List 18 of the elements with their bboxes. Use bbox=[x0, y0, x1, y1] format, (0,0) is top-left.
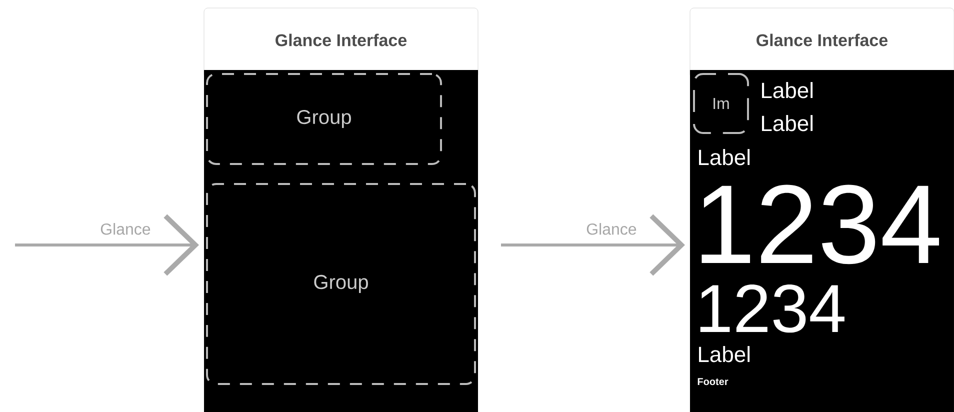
text-label: Label bbox=[762, 82, 813, 98]
arrow bbox=[501, 214, 685, 276]
number-label: 1234 bbox=[700, 284, 844, 333]
number-label: 1234 bbox=[702, 184, 939, 264]
arrow bbox=[15, 214, 200, 276]
edge-label: Glance bbox=[586, 223, 636, 235]
footer-label: Footer bbox=[698, 378, 728, 386]
screen-title: Glance Interface bbox=[756, 34, 888, 46]
text-label: Label bbox=[762, 115, 813, 132]
text-label: Label bbox=[699, 149, 750, 166]
text-label: Label bbox=[699, 346, 750, 362]
group-box: Group bbox=[206, 73, 442, 165]
edge-label: Glance bbox=[100, 223, 150, 235]
image-box: Im bbox=[693, 73, 749, 134]
screen-panel bbox=[204, 8, 478, 412]
group-box: Group bbox=[206, 183, 476, 385]
screen-panel bbox=[690, 8, 954, 412]
screen-title: Glance Interface bbox=[276, 34, 407, 46]
